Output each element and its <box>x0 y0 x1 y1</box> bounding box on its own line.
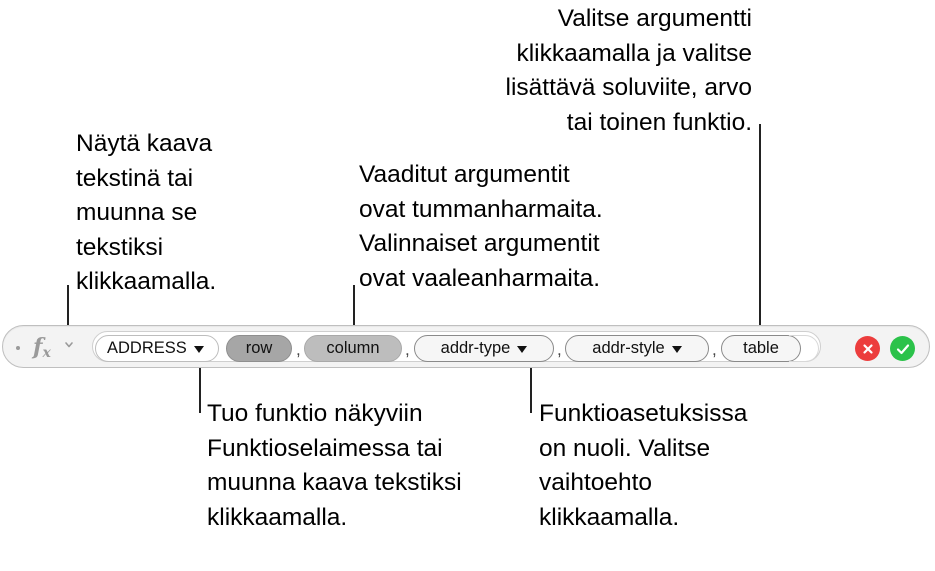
leader-line-fx <box>67 285 69 340</box>
chevron-down-icon[interactable] <box>64 340 74 350</box>
accept-button[interactable] <box>890 336 915 361</box>
fx-icon[interactable]: fx <box>33 334 51 361</box>
argument-token-column[interactable]: column <box>304 335 402 362</box>
leader-line-select-argument <box>759 124 761 339</box>
function-name-token[interactable]: ADDRESS <box>95 335 219 362</box>
leader-line-function-browser <box>199 355 201 413</box>
argument-separator: , <box>405 340 410 359</box>
dropdown-arrow-icon[interactable] <box>671 346 682 353</box>
formula-editor-bar: fx ADDRESS row , column , addr-type , ad… <box>2 325 930 368</box>
callout-argument-colors: Vaaditut argumentit ovat tummanharmaita.… <box>359 161 603 292</box>
callout-function-options: Funktioasetuksissa on nuoli. Valitse vai… <box>539 400 748 531</box>
checkmark-icon <box>896 343 909 354</box>
callout-function-browser: Tuo funktio näkyviin Funktioselaimessa t… <box>207 400 462 531</box>
argument-token-table[interactable]: table <box>721 335 801 362</box>
callout-select-argument: Valitse argumentti klikkaamalla ja valit… <box>505 5 752 136</box>
cancel-button[interactable] <box>855 336 880 361</box>
close-icon <box>862 343 873 354</box>
leader-line-arguments <box>353 285 355 339</box>
argument-token-row[interactable]: row <box>226 335 292 362</box>
argument-token-addr-style[interactable]: addr-style <box>565 335 709 362</box>
argument-separator: , <box>712 340 717 359</box>
leader-line-options <box>530 355 532 413</box>
argument-separator: , <box>557 340 562 359</box>
dropdown-arrow-icon[interactable] <box>193 346 204 353</box>
argument-token-addr-type[interactable]: addr-type <box>414 335 554 362</box>
drag-handle-dot[interactable] <box>16 346 20 350</box>
argument-separator: , <box>296 340 301 359</box>
argument-token-end-bracket <box>789 335 819 362</box>
dropdown-arrow-icon[interactable] <box>517 346 528 353</box>
function-name-label: ADDRESS <box>107 339 187 357</box>
callout-fx-toggle: Näytä kaava tekstinä tai muunna se tekst… <box>76 130 217 295</box>
